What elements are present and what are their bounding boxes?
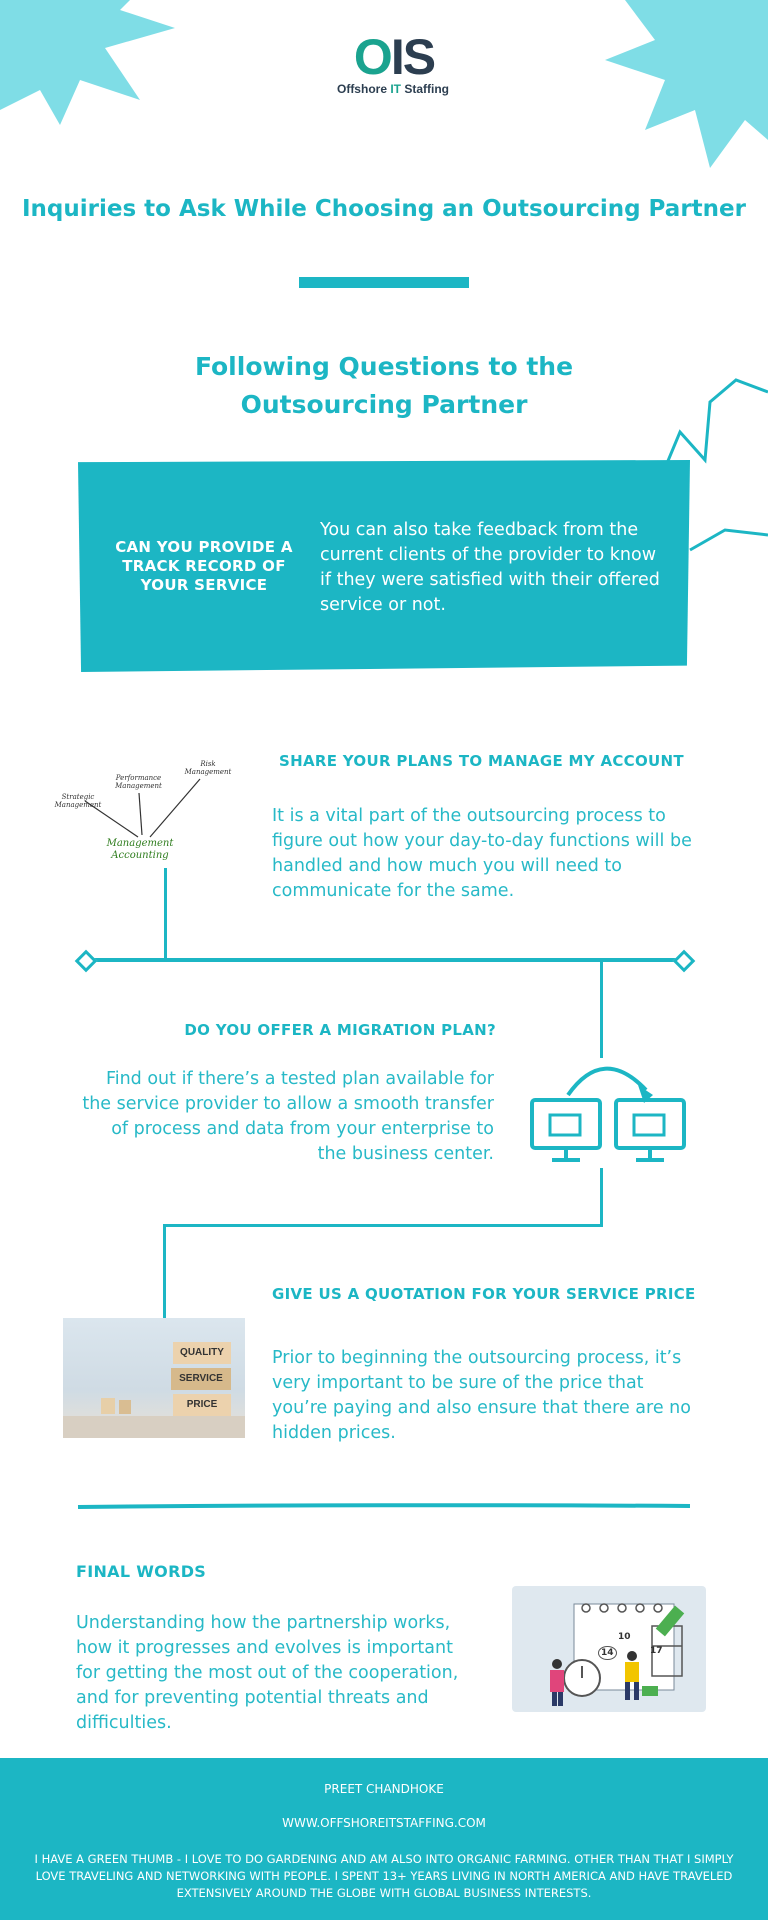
diagram-node-strategic-l2: Management [54,801,102,809]
footer-author-name: PREET CHANDHOKE [324,1782,444,1796]
diagram-node-risk-l1: Risk [200,760,216,768]
logo-mark: OIS [334,28,454,86]
block-base-small-2 [119,1400,131,1414]
section-body-quotation: Prior to beginning the outsourcing proce… [272,1348,691,1443]
page-title: Inquiries to Ask While Choosing an Outso… [22,196,746,222]
decor-star-top-left [0,0,175,125]
diagram-node-risk: Risk Management [178,760,238,776]
section-heading-quotation: Give Us a Quotation for Your Service Pri… [272,1285,696,1303]
logo-mark-o: O [353,29,393,85]
card-answer: You can also take feedback from the curr… [320,520,660,615]
block-service: SERVICE [171,1368,231,1390]
table-surface [63,1416,245,1438]
card-question: Can You Provide a Track Record of Your S… [115,538,293,594]
calendar-number-10: 10 [618,1632,631,1642]
footer [0,1758,768,1920]
block-quality: QUALITY [173,1342,231,1364]
logo-subtitle: Offshore IT Staffing [318,82,468,96]
section-heading-migration: Do You Offer a Migration Plan? [184,1021,496,1039]
section-subtitle: Following Questions to the Outsourcing P… [0,348,768,424]
diagram-node-performance: Performance Management [106,774,171,790]
connector-diamond-left [74,949,98,973]
logo-sub-suffix: Staffing [401,82,449,96]
section-body-plans: It is a vital part of the outsourcing pr… [272,806,692,901]
calendar-number-14: 14 [598,1646,617,1660]
title-underline [299,277,469,288]
migration-monitors-icon [530,1066,686,1162]
block-base-small-1 [101,1398,115,1414]
connector-horizontal-1 [84,958,684,962]
calendar-illustration: 10 14 17 [512,1586,706,1712]
logo: OIS [334,28,454,86]
connector-horizontal-2 [163,1224,603,1227]
logo-mark-is: IS [390,29,436,85]
connector-diamond-right [672,949,696,973]
track-record-card [78,460,690,672]
section-heading-plans: Share Your Plans to Manage My Account [279,752,684,770]
footer-website-link[interactable]: WWW.OFFSHOREITSTAFFING.COM [282,1816,486,1830]
final-divider [77,1503,691,1509]
quality-blocks-image: QUALITY SERVICE PRICE [63,1318,245,1438]
diagram-node-performance-l1: Performance [115,774,162,782]
subtitle-line-2: Outsourcing Partner [240,390,528,419]
connector-vertical-1 [164,868,167,958]
diagram-node-strategic-l1: Strategic [61,793,95,801]
diagram-node-performance-l2: Management [115,782,162,790]
decor-star-top-right [605,0,768,168]
final-heading: Final Words [76,1562,207,1581]
logo-sub-it: IT [390,82,401,96]
final-body: Understanding how the partnership works,… [76,1613,459,1733]
subtitle-line-1: Following Questions to the [194,352,574,381]
diagram-node-strategic: Strategic Management [48,793,108,809]
section-body-migration: Find out if there’s a tested plan availa… [82,1069,494,1164]
connector-vertical-4 [163,1224,166,1318]
management-diagram [84,778,201,838]
footer-bio: I have a green thumb - I love to do gard… [34,1852,734,1900]
diagram-center-label: Management Accounting [106,838,174,861]
logo-sub-prefix: Offshore [336,82,391,96]
connector-vertical-2 [600,958,603,1058]
block-price: PRICE [173,1394,231,1416]
connector-vertical-3 [600,1168,603,1226]
diagram-node-risk-l2: Management [184,768,232,776]
calendar-number-17: 17 [650,1646,663,1656]
calendar-illustration-art [550,1603,685,1706]
